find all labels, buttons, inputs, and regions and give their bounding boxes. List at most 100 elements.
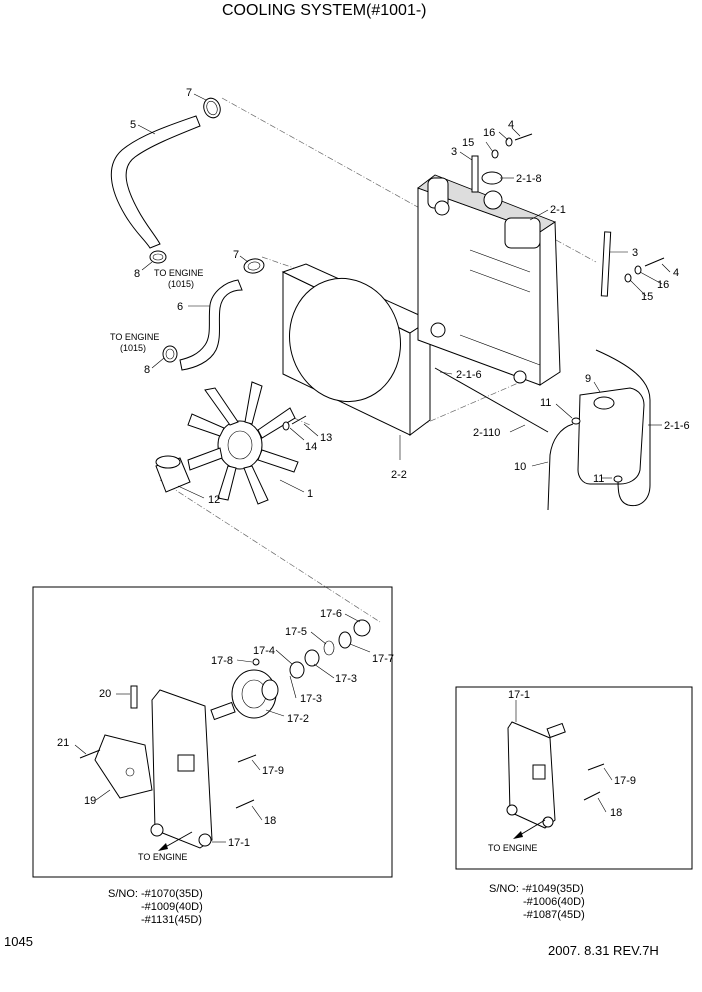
- callout-17-7: 17-7: [372, 653, 394, 665]
- callout-16-right: 16: [657, 279, 669, 291]
- serial-left-2: -#1009(40D): [141, 901, 203, 913]
- callout-1: 1: [307, 488, 313, 500]
- callout-5: 5: [130, 119, 136, 131]
- callout-18-right: 18: [610, 807, 622, 819]
- callout-17-3-a: 17-3: [335, 673, 357, 685]
- callout-10: 10: [514, 461, 526, 473]
- hose-clamp-upper: [203, 97, 221, 119]
- callout-14: 14: [305, 441, 317, 453]
- arrow-head-right: [513, 831, 523, 839]
- callout-17-2: 17-2: [287, 713, 309, 725]
- callout-3-right: 3: [632, 247, 638, 259]
- bolt-18-left: [235, 799, 255, 809]
- bracket-left: [471, 155, 479, 193]
- radiator-cap: [481, 171, 503, 185]
- callout-2-1-8: 2-1-8: [516, 173, 542, 185]
- bolt-right: [624, 257, 665, 283]
- bolt-17-9-left: [237, 754, 257, 763]
- reservoir-hose: [595, 349, 651, 507]
- tensioner-bracket-right: [506, 721, 566, 829]
- callout-19: 19: [84, 795, 96, 807]
- callout-17-4: 17-4: [253, 645, 275, 657]
- bearing-17-3: [289, 649, 320, 679]
- bracket-right: [600, 231, 612, 297]
- hose-clamp-lower-8: [162, 345, 178, 363]
- callout-17-9-right: 17-9: [614, 775, 636, 787]
- callout-17-1-right: 17-1: [508, 689, 530, 701]
- coolant-reservoir: [577, 387, 645, 485]
- leader-lines-detail: [74, 613, 371, 843]
- callout-15-right: 15: [641, 291, 653, 303]
- callout-2-1-6-right: 2-1-6: [664, 420, 690, 432]
- callout-3-upper: 3: [451, 146, 457, 158]
- detail-box-right: [455, 686, 693, 870]
- grease-nipple-17-8: [252, 658, 260, 666]
- fan-shroud: [281, 263, 432, 436]
- revision-label: 2007. 8.31 REV.7H: [548, 943, 659, 958]
- to-engine-detail-right: TO ENGINE: [488, 843, 537, 853]
- to-engine-lower-ref: (1015): [120, 343, 146, 353]
- hose-clamp-8-upper: [149, 250, 167, 264]
- callout-2-110: 2-110: [473, 427, 500, 439]
- to-engine-upper-ref: (1015): [168, 279, 194, 289]
- arrow-head-left: [158, 843, 168, 851]
- to-engine-lower: TO ENGINE: [110, 332, 159, 342]
- callout-2-1: 2-1: [550, 204, 566, 216]
- callout-17-3-b: 17-3: [300, 693, 322, 705]
- callout-13: 13: [320, 432, 332, 444]
- callout-20: 20: [99, 688, 111, 700]
- serial-right-3: -#1087(45D): [523, 909, 585, 921]
- callout-8-upper: 8: [134, 268, 140, 280]
- callout-21: 21: [57, 737, 69, 749]
- callout-7-upper: 7: [186, 87, 192, 99]
- leader-lines: [137, 93, 671, 499]
- bolt-upper: [491, 133, 533, 159]
- hose-clamp-lower-7: [243, 258, 265, 274]
- serial-left-1: S/NO: -#1070(35D): [108, 888, 203, 900]
- callout-17-1-left: 17-1: [228, 837, 250, 849]
- bolt-21: [79, 749, 101, 759]
- tensioner-bracket: [150, 689, 213, 849]
- callout-2-2: 2-2: [391, 469, 407, 481]
- fan-spacer: [155, 455, 191, 493]
- callout-16-upper: 16: [483, 127, 495, 139]
- overflow-tube: [434, 367, 549, 433]
- callout-4-right: 4: [673, 267, 679, 279]
- upper-hose: [110, 115, 201, 249]
- fan-bolt: [282, 415, 307, 431]
- callout-17-9-left: 17-9: [262, 765, 284, 777]
- callout-9: 9: [585, 373, 591, 385]
- lower-hose: [179, 279, 243, 371]
- serial-left-3: -#1131(45D): [141, 914, 202, 926]
- to-engine-upper: TO ENGINE: [154, 268, 203, 278]
- callout-17-8: 17-8: [211, 655, 233, 667]
- callout-12: 12: [208, 494, 220, 506]
- overflow-hose: [547, 423, 574, 511]
- nut-17-6: [353, 619, 371, 637]
- callout-11-lower: 11: [593, 473, 604, 485]
- clamp-11: [571, 417, 623, 483]
- callout-15-upper: 15: [462, 137, 474, 149]
- callout-4-upper: 4: [508, 119, 514, 131]
- serial-right-2: -#1006(40D): [523, 896, 585, 908]
- page-number: 1045: [4, 934, 33, 949]
- bolt-17-9-right: [587, 763, 605, 771]
- bracket-19: [94, 734, 153, 799]
- serial-right-1: S/NO: -#1049(35D): [489, 883, 584, 895]
- callout-18-left: 18: [264, 815, 276, 827]
- washer-17-7: [338, 631, 352, 649]
- cooling-fan: [187, 381, 299, 505]
- callout-17-5: 17-5: [285, 626, 307, 638]
- snap-ring-17-5: [323, 640, 335, 656]
- leader-lines-right: [515, 700, 613, 813]
- page-title: COOLING SYSTEM(#1001-): [222, 2, 427, 19]
- radiator: [417, 174, 561, 386]
- callout-7-lower: 7: [233, 249, 239, 261]
- bolt-18-right: [583, 791, 601, 801]
- bolt-20: [130, 685, 138, 709]
- callout-6: 6: [177, 301, 183, 313]
- to-engine-detail-left: TO ENGINE: [138, 852, 187, 862]
- callout-11-upper: 11: [540, 397, 551, 409]
- pulley-17-2: [210, 669, 279, 721]
